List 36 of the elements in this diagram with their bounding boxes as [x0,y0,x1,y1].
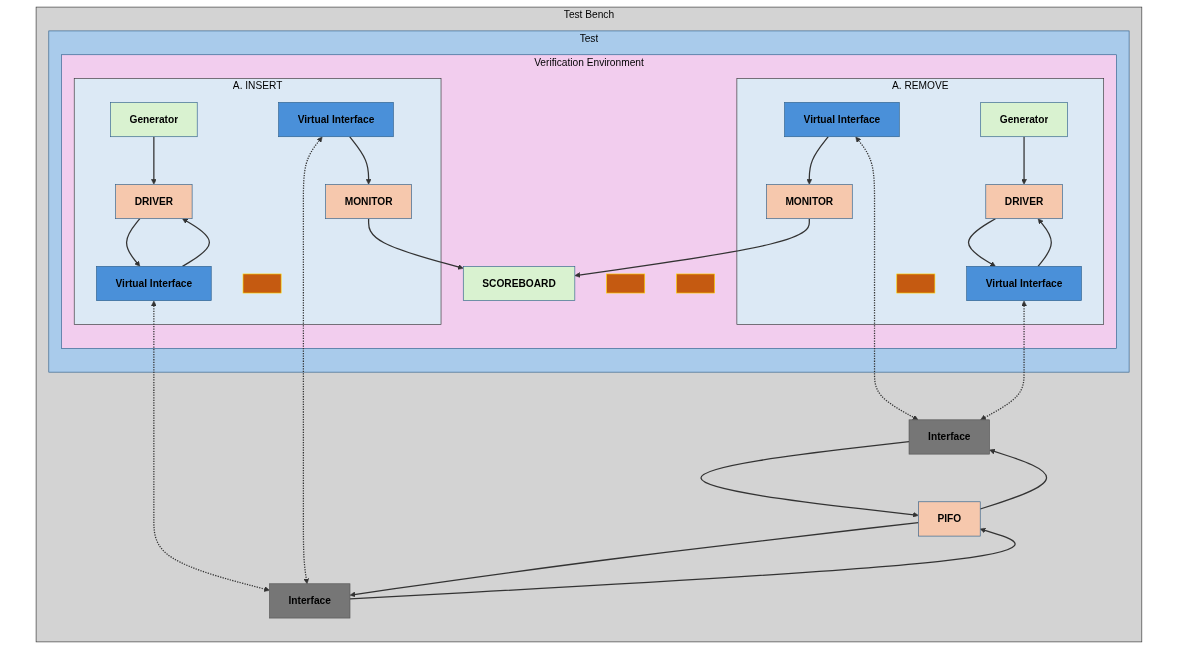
node-box: SCOREBOARD [462,266,575,301]
arrow [967,218,996,267]
node-box: Interface [268,583,350,619]
arrow [302,136,322,584]
node-box: Virtual Interface [783,102,900,138]
node-box: MONITOR [765,184,853,219]
arrow [367,218,464,270]
arrow [979,448,1047,510]
arrow [1020,136,1027,185]
node-box: Virtual Interface [277,102,394,138]
arrow [979,300,1027,421]
node-box: DRIVER [114,184,192,219]
node-box: Interface [908,419,990,455]
arrow [150,300,270,592]
node-box: Virtual Interface [95,266,212,301]
arrow [125,218,141,267]
arrow [699,441,919,518]
node-box: Virtual Interface [965,266,1082,301]
node-box: PIFO [917,501,981,537]
node-box [605,273,645,294]
node-box: MONITOR [324,184,412,219]
arrow [574,218,810,278]
arrow [855,136,918,421]
node-box: DRIVER [985,184,1063,219]
arrow [150,136,157,185]
arrow [1036,218,1052,267]
node-box [896,273,935,294]
node-box: Generator [979,102,1068,138]
arrow [349,521,919,598]
node-box [675,273,715,294]
arrow [181,218,210,267]
arrow [348,136,371,185]
node-box: Generator [109,102,198,138]
arrow [806,136,829,185]
arrow [348,527,1016,600]
node-box [242,273,281,294]
